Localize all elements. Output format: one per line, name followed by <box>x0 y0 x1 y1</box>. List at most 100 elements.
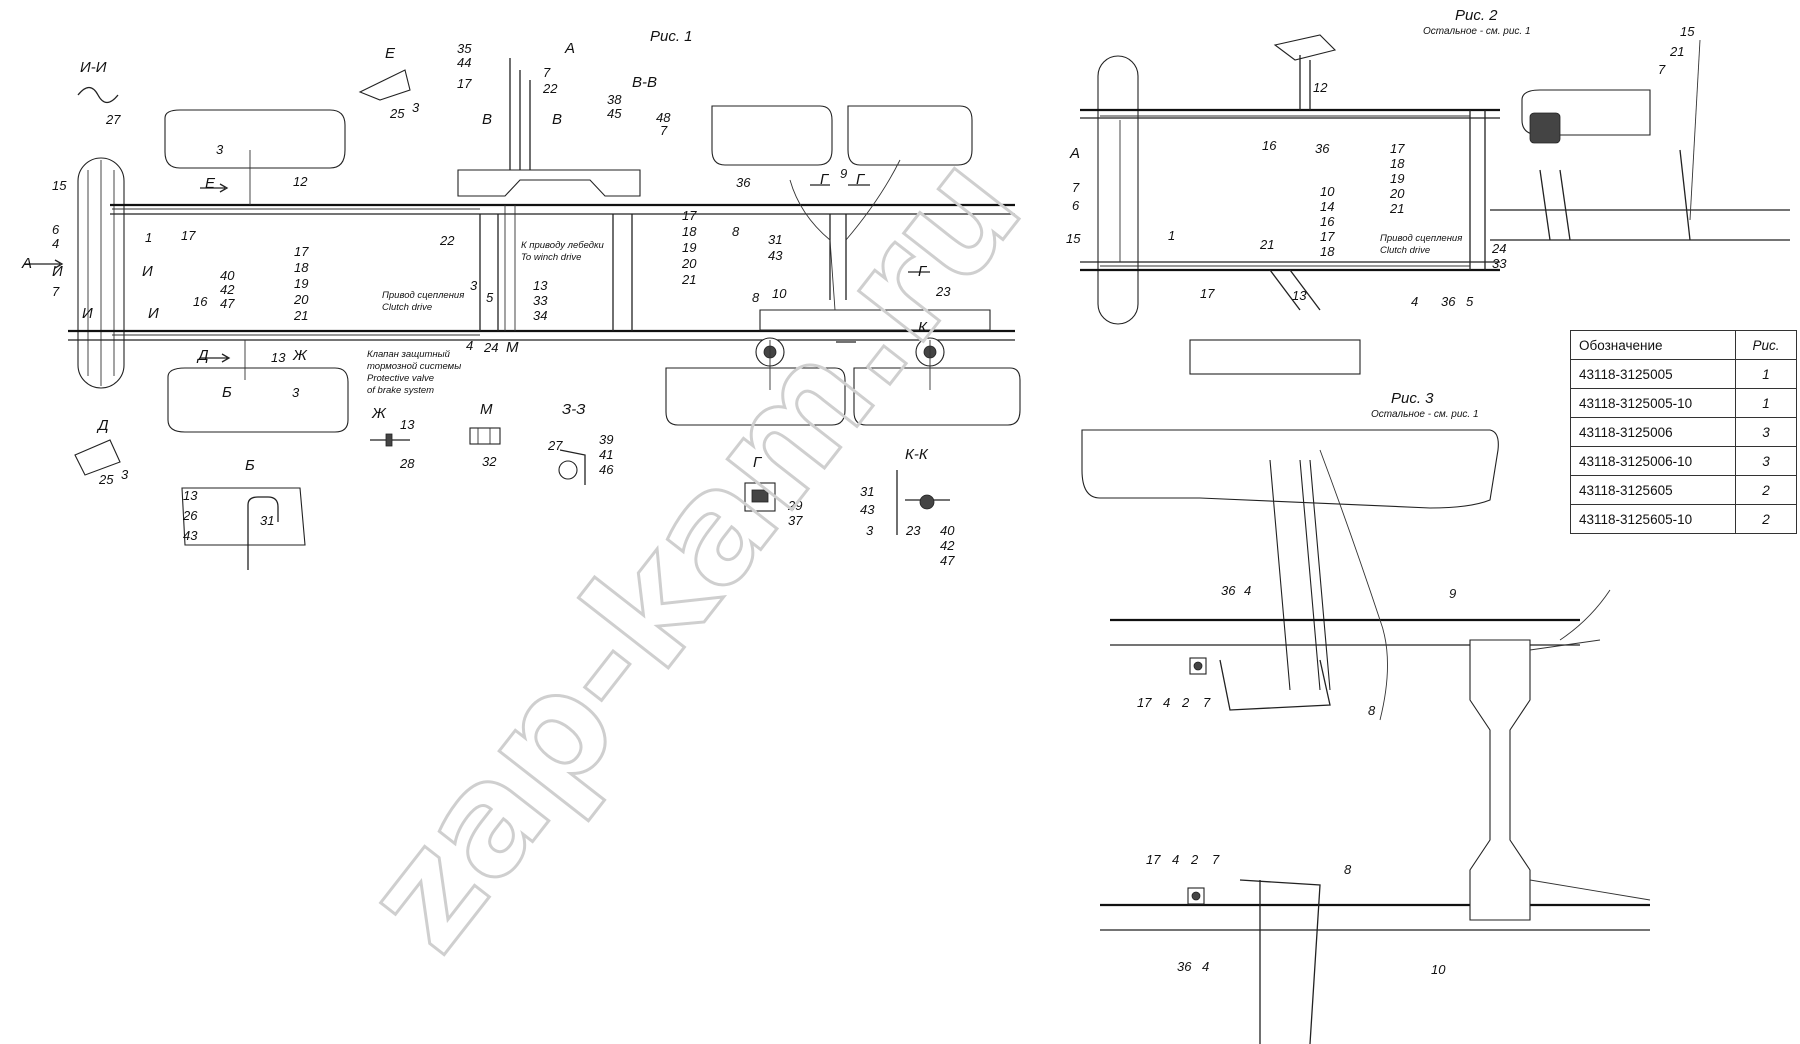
view-m2: М <box>506 339 519 356</box>
note-valve-ru1: Клапан защитный <box>367 349 451 360</box>
callout-7a: 7 <box>543 65 551 80</box>
view-d2: Д <box>196 347 209 364</box>
brake-lines <box>112 150 931 390</box>
callout-21f: 21 <box>1259 237 1274 252</box>
fig2-rails <box>1080 108 1500 272</box>
table-cell-code: 43118-3125605 <box>1570 475 1736 505</box>
callout-3d: 3 <box>470 278 478 293</box>
view-g-detail: Г <box>753 454 763 471</box>
callout-48: 48 <box>656 110 671 125</box>
callout-32: 32 <box>482 454 497 469</box>
table-header-code: Обозначение <box>1570 330 1736 360</box>
callout-44: 44 <box>457 55 471 70</box>
callout-3f: 3 <box>866 523 874 538</box>
callout-4b: 4 <box>466 338 473 353</box>
table-cell-fig: 3 <box>1735 417 1797 447</box>
view-i1: И <box>52 263 63 280</box>
table-cell-code: 43118-3125605-10 <box>1570 504 1736 534</box>
callout-46: 46 <box>599 462 614 477</box>
callout-7e: 7 <box>1658 62 1666 77</box>
table-row: 43118-3125605 2 <box>1570 475 1797 505</box>
callout-41: 41 <box>599 447 613 462</box>
table-row: 43118-3125605-10 2 <box>1570 504 1797 534</box>
detail-zz <box>558 449 586 485</box>
callout-14: 14 <box>1320 199 1334 214</box>
table-cell-code: 43118-3125006-10 <box>1570 446 1736 476</box>
callout-38: 38 <box>607 92 622 107</box>
figure-3: Рис. 3 Остальное - см. рис. 1 36 4 9 17 … <box>1081 390 1651 1044</box>
detail-kk <box>896 470 950 535</box>
section-arrows <box>25 183 930 363</box>
callout-36c: 36 <box>1441 294 1456 309</box>
section-a-crossmember <box>457 58 641 197</box>
callout-3a: 3 <box>412 100 420 115</box>
callout-17c: 17 <box>294 244 309 259</box>
callout-17e: 17 <box>1390 141 1405 156</box>
detail-zh <box>370 433 410 447</box>
view-kk: К-К <box>905 446 929 463</box>
callout-3c: 3 <box>292 385 300 400</box>
callout-20c: 20 <box>293 292 309 307</box>
front-wheel <box>77 157 125 389</box>
callout-7f: 7 <box>1203 695 1211 710</box>
callout-27b: 27 <box>547 438 563 453</box>
callout-22b: 22 <box>439 233 455 248</box>
figure-1: Рис. 1 <box>21 28 1021 570</box>
callout-40a: 40 <box>220 268 235 283</box>
callout-18f: 18 <box>1320 244 1335 259</box>
callout-25a: 25 <box>389 106 405 121</box>
table-row: 43118-3125005 1 <box>1570 359 1797 389</box>
callout-27: 27 <box>105 112 121 127</box>
detail-b <box>181 487 306 570</box>
fig3-note: Остальное - см. рис. 1 <box>1371 409 1479 420</box>
callout-10c: 10 <box>1431 962 1446 977</box>
table-cell-fig: 3 <box>1735 446 1797 476</box>
callout-17b: 17 <box>181 228 196 243</box>
callout-17d: 17 <box>682 208 697 223</box>
callout-18d: 18 <box>682 224 697 239</box>
callout-19e: 19 <box>1390 171 1404 186</box>
callout-16c: 16 <box>1320 214 1335 229</box>
callout-36a: 36 <box>736 175 751 190</box>
callout-13e: 13 <box>1292 288 1307 303</box>
table-header-row: Обозначение Рис. <box>1570 330 1797 360</box>
view-v2: В <box>552 111 562 128</box>
view-g-arrow: Г <box>820 171 830 188</box>
note-clutch-ru: Привод сцепления <box>382 290 464 301</box>
callout-12a: 12 <box>293 174 308 189</box>
designation-table: Обозначение Рис. 43118-3125005 1 43118-3… <box>1570 330 1797 534</box>
detail-d <box>74 439 121 476</box>
callout-8c: 8 <box>1368 703 1376 718</box>
callout-2a: 2 <box>1181 695 1190 710</box>
frame-rails <box>68 203 1015 341</box>
callout-37: 37 <box>788 513 803 528</box>
callout-28: 28 <box>399 456 415 471</box>
callout-4a: 4 <box>52 236 59 251</box>
callout-16a: 16 <box>193 294 208 309</box>
view-g-arrow2: Г <box>856 171 866 188</box>
callout-8b: 8 <box>752 290 760 305</box>
detail-e <box>358 69 411 101</box>
view-vv: В-В <box>632 74 657 91</box>
callout-45: 45 <box>607 106 622 121</box>
view-k: К <box>918 319 928 336</box>
callout-6a: 6 <box>52 222 60 237</box>
callout-24b: 24 <box>1491 241 1506 256</box>
fig2-view-a: А <box>1069 145 1080 162</box>
callout-43b: 43 <box>183 528 198 543</box>
callout-2b: 2 <box>1190 852 1199 867</box>
table-header-fig: Рис. <box>1735 330 1797 360</box>
callout-43a: 43 <box>768 248 783 263</box>
tanks <box>164 105 1021 433</box>
callout-9a: 9 <box>840 166 847 181</box>
callout-19d: 19 <box>682 240 696 255</box>
callout-26: 26 <box>182 508 198 523</box>
callout-20d: 20 <box>681 256 697 271</box>
note-winch-en: To winch drive <box>521 252 581 263</box>
callout-3e: 3 <box>121 467 129 482</box>
callout-13c: 13 <box>400 417 415 432</box>
table-cell-fig: 1 <box>1735 388 1797 418</box>
callout-16b: 16 <box>1262 138 1277 153</box>
callout-23b: 23 <box>905 523 921 538</box>
callout-36b: 36 <box>1315 141 1330 156</box>
